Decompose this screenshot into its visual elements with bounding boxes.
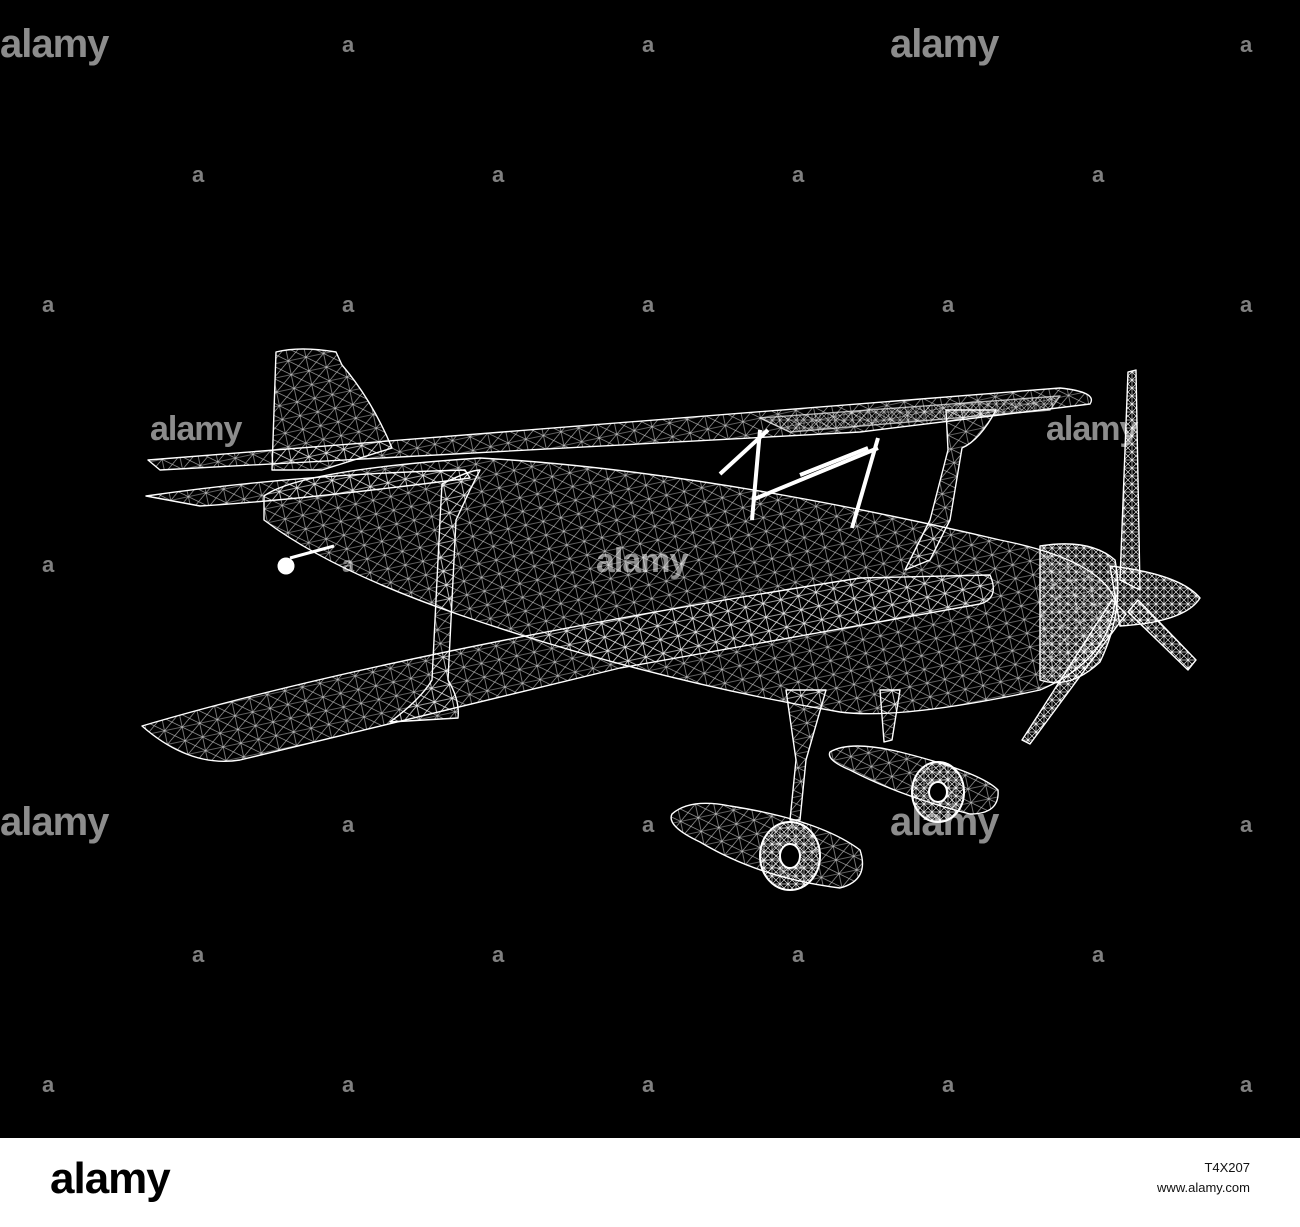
- propeller-blade-top: [1119, 369, 1141, 591]
- tail-wheel: [277, 544, 335, 575]
- lower-wing: [141, 574, 994, 762]
- footer-bar: alamy T4X207 www.alamy.com: [0, 1138, 1300, 1227]
- wheel-right-hub: [928, 781, 948, 803]
- gear-leg-left: [785, 689, 827, 821]
- biplane: [141, 348, 1201, 889]
- site-url[interactable]: www.alamy.com: [1157, 1180, 1250, 1195]
- strut-front: [904, 409, 997, 571]
- image-info: T4X207 www.alamy.com: [1157, 1158, 1250, 1198]
- strut-rear: [389, 469, 481, 723]
- propeller-blade-bottom: [1021, 599, 1127, 745]
- gear-leg-right: [879, 689, 901, 743]
- wheel-left-hub: [779, 843, 801, 869]
- propeller-blade-right: [1127, 599, 1197, 671]
- brand-logo[interactable]: alamy: [50, 1154, 171, 1203]
- upper-wing-underside: [759, 395, 1061, 433]
- wheels: [759, 761, 965, 891]
- cabane-struts: [718, 428, 880, 529]
- image-id: T4X207: [1204, 1160, 1250, 1175]
- tail-fin: [271, 348, 393, 471]
